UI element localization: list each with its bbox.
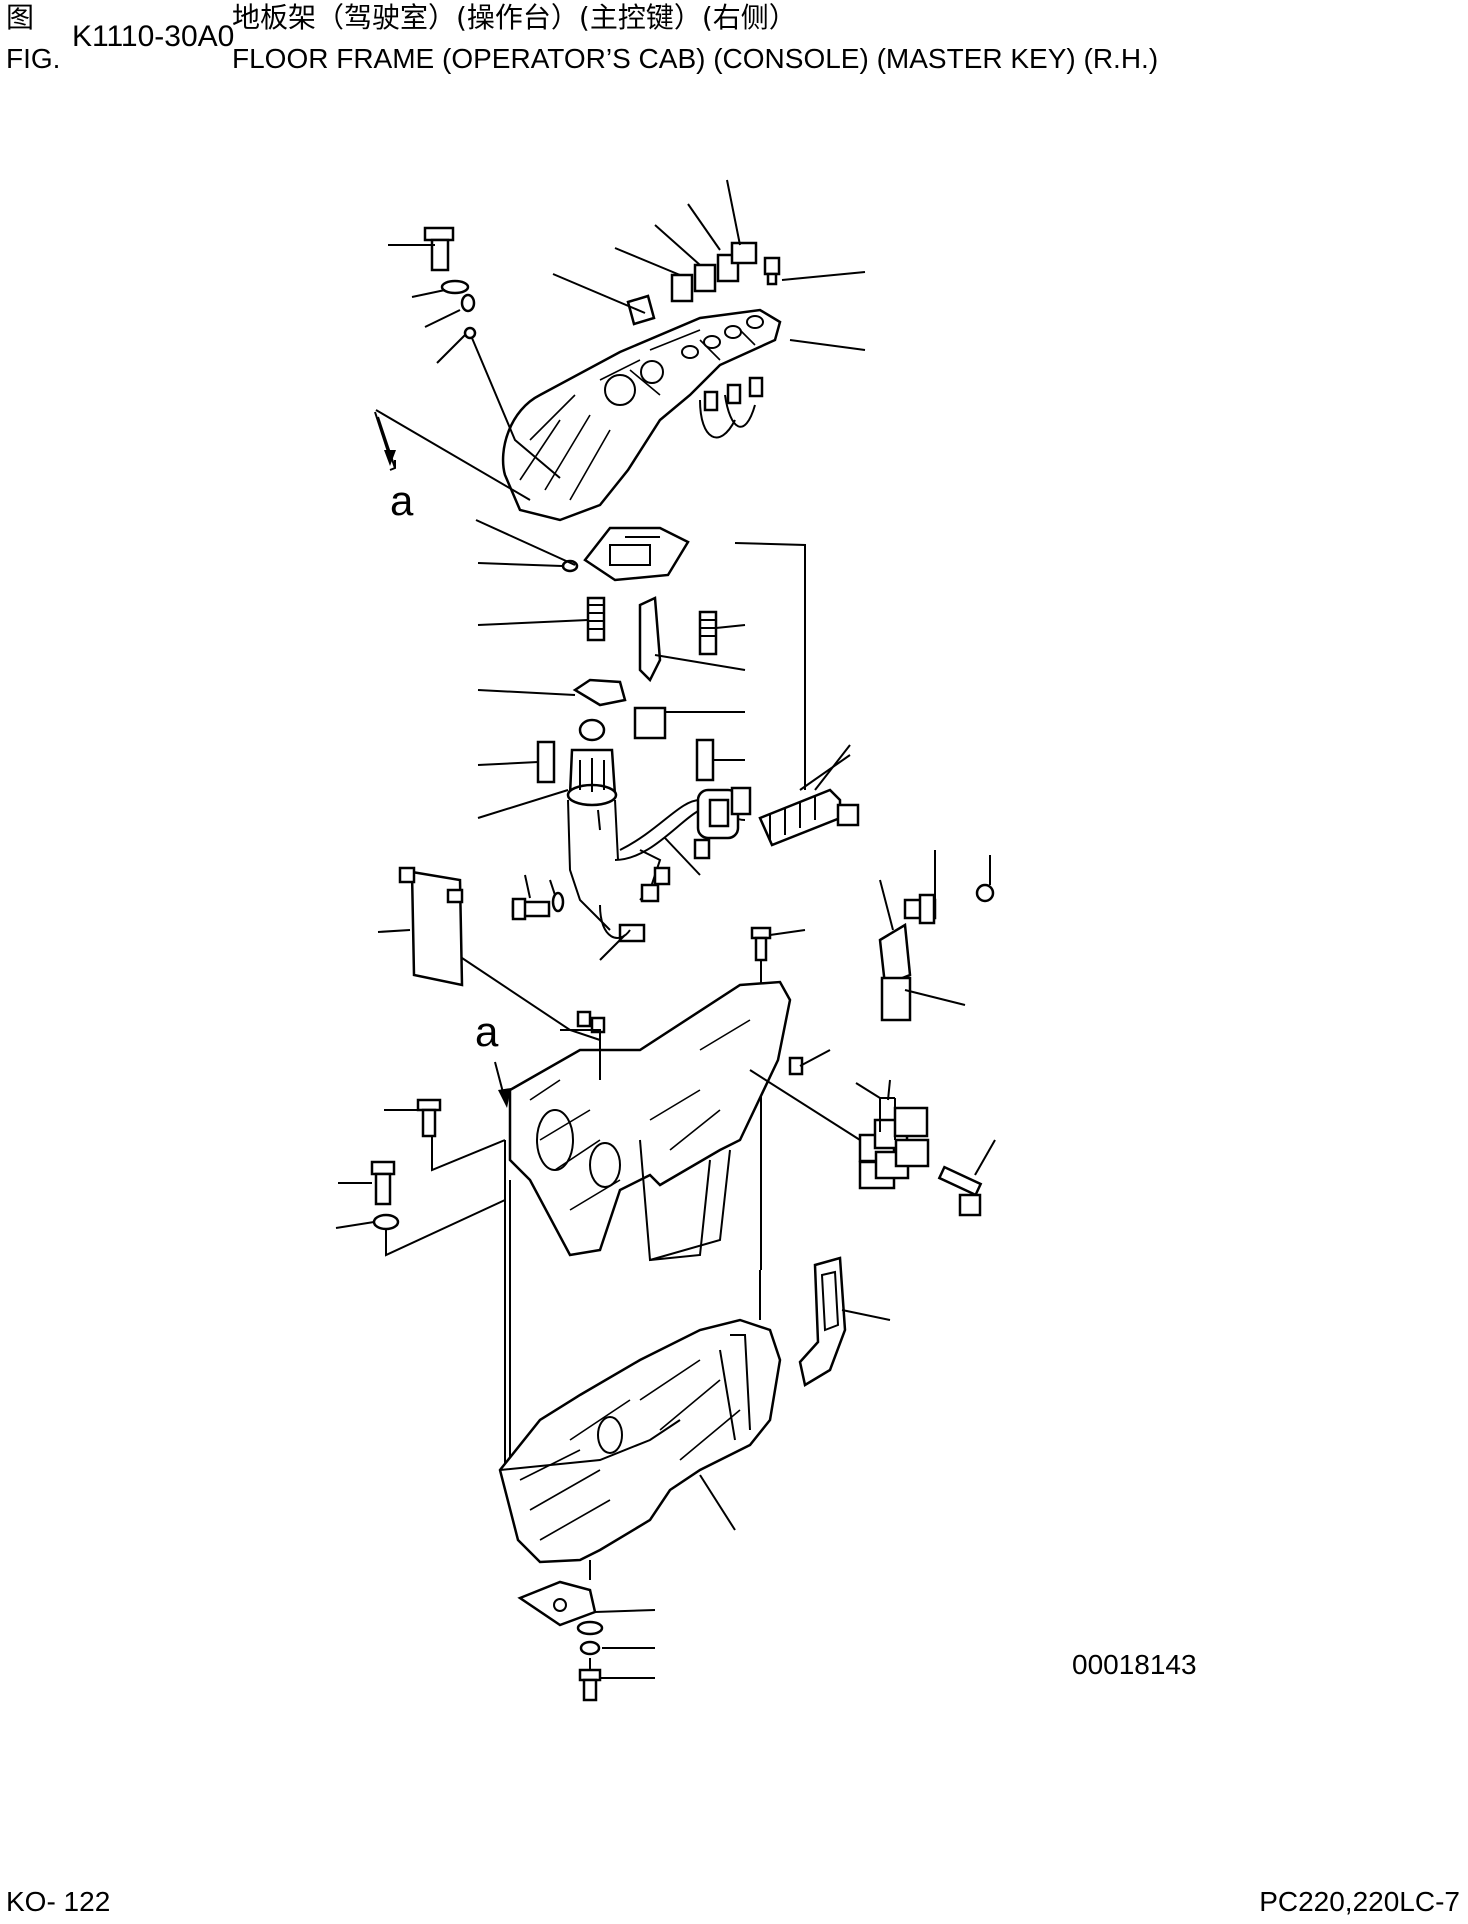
model-designation: PC220,220LC-7 [1259, 1886, 1460, 1917]
console-top-cover [501, 308, 782, 522]
bolt-right [937, 1139, 996, 1217]
figure-label: FIG. [6, 43, 61, 74]
fasteners-top-left [423, 226, 561, 479]
page-number: KO- 122 [6, 1886, 111, 1917]
bracket-and-screws [477, 596, 746, 784]
fasteners-left-bottom [335, 1098, 506, 1257]
view-marker-a-mid: a [475, 1008, 499, 1055]
figure-title-chinese: 地板架（驾驶室）(操作台）(主控键）(右侧） [232, 1, 797, 34]
key-switch [477, 718, 619, 931]
image-reference-number: 00018143 [1072, 1649, 1197, 1680]
diode-block [749, 1069, 930, 1190]
mounting-plate [475, 519, 690, 582]
lower-console-cover [498, 1318, 782, 1564]
view-marker-a-top: a [390, 477, 414, 524]
relay-strip [734, 542, 860, 847]
console-main-frame [508, 980, 831, 1262]
view-arrow-mid [494, 1061, 511, 1108]
assembly-lines [504, 809, 761, 1490]
switch-bracket-right [878, 850, 995, 1022]
small-bolt-left [511, 874, 565, 921]
switch-cluster [626, 241, 781, 326]
figure-title-english: FLOOR FRAME (OPERATOR’S CAB) (CONSOLE) (… [232, 43, 1159, 74]
bottom-bracket [517, 1560, 656, 1702]
wiring-harness [599, 786, 752, 961]
figure-number: K1110-30A0 [72, 20, 235, 53]
side-panel [798, 1256, 891, 1387]
view-arrow-top [374, 411, 396, 466]
figure-label-chinese: 图 [6, 1, 35, 34]
